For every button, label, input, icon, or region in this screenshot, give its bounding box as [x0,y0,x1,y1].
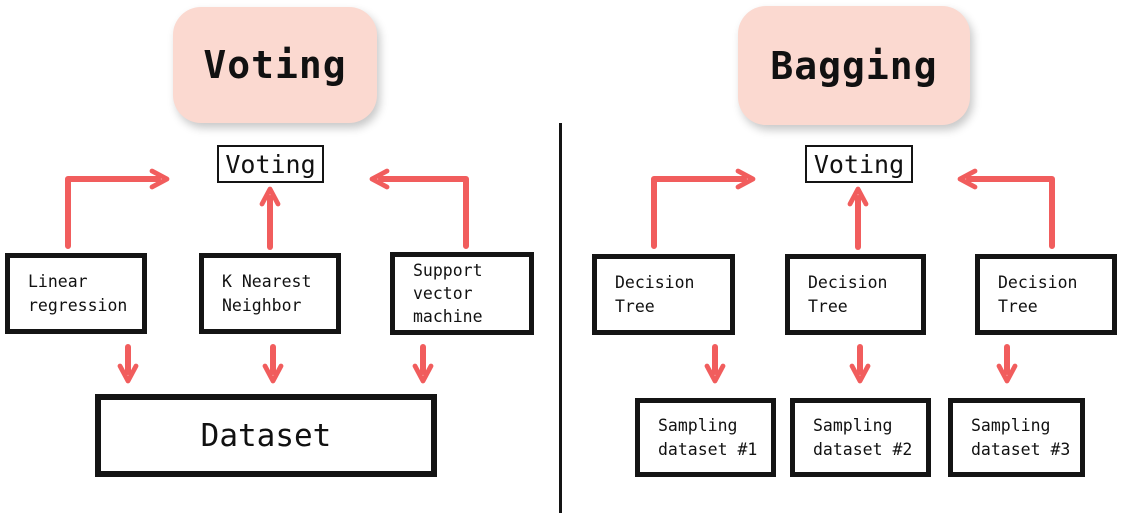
decision-tree-label-2: Decision Tree [808,273,888,316]
voting-aggregator-box-left: Voting [217,145,324,183]
support-vector-machine-label: Support vector machine [413,260,483,327]
voting-title-label: Voting [203,43,347,87]
decision-tree-box-2: Decision Tree [785,254,926,335]
sampling-dataset-label-1: Sampling dataset #1 [658,416,758,459]
bagging-title-label: Bagging [770,43,938,88]
decision-tree-box-3: Decision Tree [975,254,1117,335]
arrow-decision-tree3-to-voting [957,168,1055,249]
decision-tree-label-3: Decision Tree [998,273,1078,316]
sampling-dataset-box-3: Sampling dataset #3 [948,398,1085,477]
dataset-label: Dataset [200,417,332,454]
sampling-dataset-label-2: Sampling dataset #2 [813,416,913,459]
arrow-decision-tree1-to-voting [651,168,756,249]
voting-aggregator-box-right: Voting [805,145,913,183]
k-nearest-neighbor-label: K Nearest Neighbor [222,272,312,315]
sampling-dataset-box-2: Sampling dataset #2 [790,398,931,477]
support-vector-machine-box: Support vector machine [390,252,534,335]
linear-regression-label: Linear regression [28,272,128,315]
linear-regression-box: Linear regression [5,253,147,334]
voting-title-pill: Voting [173,7,377,123]
arrow-linear-regression-to-voting [65,168,170,249]
arrow-svm-to-voting [369,168,469,249]
k-nearest-neighbor-box: K Nearest Neighbor [199,253,341,334]
panel-divider [559,123,562,513]
voting-aggregator-label-left: Voting [225,149,316,179]
bagging-title-pill: Bagging [738,6,970,125]
decision-tree-box-1: Decision Tree [592,254,735,335]
sampling-dataset-box-1: Sampling dataset #1 [635,398,776,477]
voting-aggregator-label-right: Voting [813,149,905,179]
sampling-dataset-label-3: Sampling dataset #3 [971,416,1071,459]
decision-tree-label-1: Decision Tree [615,273,695,316]
dataset-box: Dataset [95,394,437,477]
